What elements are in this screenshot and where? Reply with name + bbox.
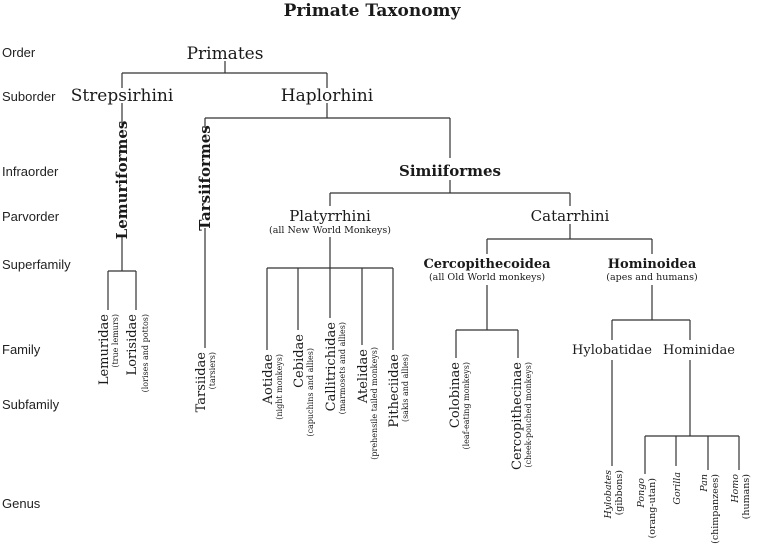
family-atelidae: Atelidae (prehensile tailed monkeys) (356, 347, 379, 460)
node-hylobatidae: Hylobatidae (572, 343, 652, 358)
genus-pan-name: Pan (699, 474, 710, 493)
genus-homo-note: (humans) (741, 474, 752, 519)
family-cebidae-note: (capuchins and allies) (306, 348, 315, 437)
node-tarsiiformes: Tarsiiformes (196, 125, 214, 230)
node-hominidae: Hominidae (663, 343, 735, 358)
node-cercopithecoidea-note: (all Old World monkeys) (429, 272, 545, 283)
subfamily-colobinae-note: (leaf-eating monkeys) (462, 362, 471, 450)
rank-order: Order (2, 45, 36, 60)
family-lorisidae-note: (lorises and pottos) (141, 314, 150, 392)
rank-subfamily: Subfamily (2, 397, 60, 412)
node-catarrhini: Catarrhini (531, 207, 610, 225)
family-pitheciidae-name: Pitheciidae (387, 354, 402, 428)
family-lemuridae-note: (true lemurs) (111, 314, 120, 368)
genus-pongo-name: Pongo (636, 478, 647, 509)
rank-parvorder: Parvorder (2, 209, 60, 224)
genus-pan-note: (chimpanzees) (710, 474, 721, 544)
rank-family: Family (2, 342, 41, 357)
subfamily-colobinae: Colobinae (leaf-eating monkeys) (448, 362, 471, 450)
family-callitrichidae-name: Callitrichidae (324, 322, 339, 412)
genus-hylobates: Hylobates (gibbons) (603, 470, 625, 520)
tree-lines (107, 61, 740, 474)
rank-genus: Genus (2, 496, 41, 511)
subfamily-colobinae-name: Colobinae (448, 362, 463, 428)
node-platyrrhini: Platyrrhini (289, 207, 371, 225)
genus-gorilla: Gorilla (672, 472, 683, 505)
node-primates: Primates (187, 44, 264, 64)
node-cercopithecoidea: Cercopithecoidea (423, 257, 551, 272)
family-lemuridae: Lemuridae (true lemurs) (97, 314, 120, 385)
node-hominoidea-note: (apes and humans) (606, 272, 697, 283)
node-haplorhini: Haplorhini (281, 86, 374, 106)
family-atelidae-name: Atelidae (356, 349, 371, 404)
genus-hylobates-note: (gibbons) (614, 470, 625, 515)
family-pitheciidae: Pitheciidae (sakis and allies) (387, 354, 410, 428)
genus-pan: Pan (chimpanzees) (699, 474, 721, 544)
genus-pongo-note: (orang-utan) (647, 478, 658, 538)
node-simiiformes: Simiiformes (399, 162, 501, 180)
family-callitrichidae: Callitrichidae (marmosets and allies) (324, 322, 347, 415)
genus-homo-name: Homo (730, 474, 741, 504)
family-pitheciidae-note: (sakis and allies) (401, 354, 410, 422)
subfamily-cercopithecinae-name: Cercopithecinae (510, 362, 525, 470)
family-tarsiidae: Tarsiidae (tarsiers) (194, 352, 217, 413)
genus-pongo: Pongo (orang-utan) (636, 478, 658, 539)
genus-hylobates-name: Hylobates (603, 470, 614, 520)
family-lorisidae-name: Lorisidae (125, 314, 140, 376)
family-cebidae-name: Cebidae (292, 334, 307, 388)
family-aotidae-name: Aotidae (261, 354, 276, 406)
family-cebidae: Cebidae (capuchins and allies) (292, 334, 315, 437)
genus-gorilla-name: Gorilla (672, 472, 683, 505)
subfamily-cercopithecinae-note: (cheek-pouched monkeys) (524, 362, 533, 468)
subfamily-cercopithecinae: Cercopithecinae (cheek-pouched monkeys) (510, 362, 533, 470)
family-lemuridae-name: Lemuridae (97, 314, 112, 385)
rank-suborder: Suborder (2, 89, 56, 104)
family-callitrichidae-note: (marmosets and allies) (338, 322, 347, 414)
diagram-title: Primate Taxonomy (284, 1, 462, 21)
family-lorisidae: Lorisidae (lorises and pottos) (125, 314, 150, 393)
node-lemuriformes: Lemuriformes (113, 121, 131, 240)
rank-infraorder: Infraorder (2, 164, 59, 179)
node-hominoidea: Hominoidea (608, 257, 697, 272)
genus-homo: Homo (humans) (730, 474, 752, 520)
node-platyrrhini-note: (all New World Monkeys) (269, 225, 391, 236)
family-tarsiidae-name: Tarsiidae (194, 352, 209, 413)
family-tarsiidae-note: (tarsiers) (208, 352, 217, 389)
rank-superfamily: Superfamily (2, 257, 71, 272)
family-aotidae: Aotidae (night monkeys) (261, 354, 284, 420)
node-strepsirhini: Strepsirhini (71, 86, 174, 106)
family-aotidae-note: (night monkeys) (275, 354, 284, 420)
family-atelidae-note: (prehensile tailed monkeys) (370, 347, 379, 460)
